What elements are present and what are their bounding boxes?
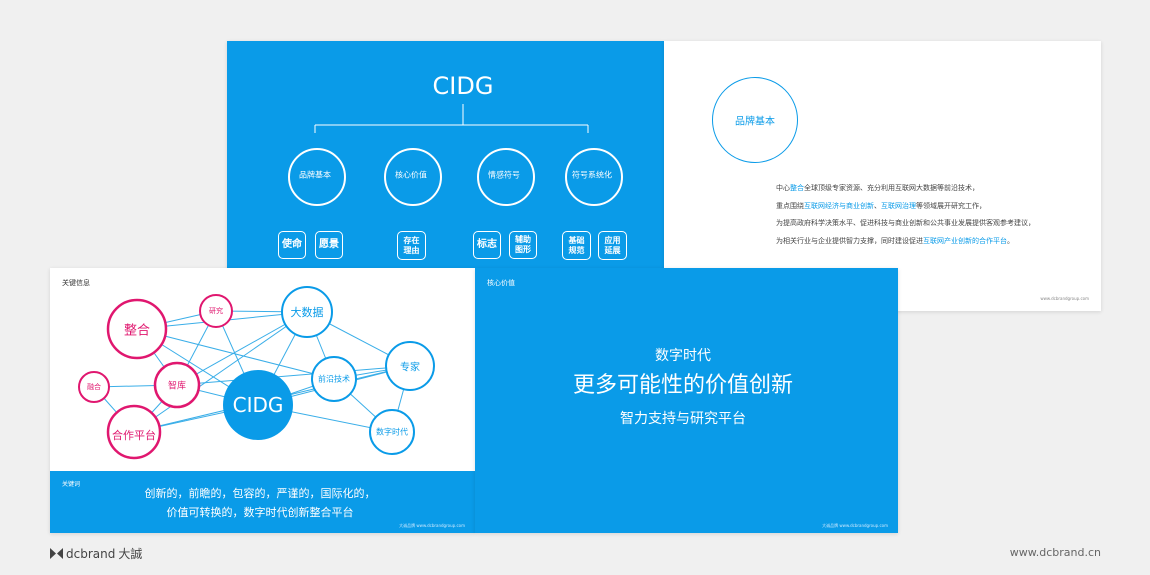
node-zhuanjia-label: 专家 <box>400 362 420 374</box>
node-qianyan-label: 前沿技术 <box>318 374 350 384</box>
node-zhiku-label: 智库 <box>167 381 187 392</box>
node-ronghe-label: 融合 <box>87 383 101 391</box>
logo-cn: 大誠 <box>118 547 143 561</box>
logo-text: dcbrand <box>66 546 116 561</box>
paragraph-line-4: 为相关行业与企业提供智力支撑，同时建设促进互联网产业创新的合作平台。 <box>776 236 1014 245</box>
keyword-label: 关键词 <box>62 481 81 488</box>
node-center <box>223 370 293 440</box>
brand-logo: dcbrand 大誠 <box>50 545 142 562</box>
slide1-title: CIDG <box>432 72 494 100</box>
box-vision: 愿景 <box>315 231 343 259</box>
circle-core-value-label: 核心价值 <box>395 170 427 180</box>
box-mission: 使命 <box>278 231 306 259</box>
node-yanjiu-label: 研究 <box>209 307 223 315</box>
slide3-header: 关键信息 <box>62 279 90 287</box>
circle-brand-basic-label: 品牌基本 <box>299 170 331 180</box>
slide4-line-2: 更多可能性的价值创新 <box>572 373 794 398</box>
node-hezuo-label: 合作平台 <box>112 429 156 442</box>
keyword-line-1: 创新的，前瞻的，包容的，严谨的，国际化的， <box>144 487 376 500</box>
node-qianyan <box>311 356 357 402</box>
slide-key-info: 关键信息 <box>50 268 475 533</box>
brand-basic-paragraph: 中心整合全球顶级专家资源、充分利用互联网大数据等前沿技术， 重点围绕互联网经济与… <box>776 180 1096 250</box>
box-reason: 存在 理由 <box>397 231 426 260</box>
brand-basic-circle <box>712 77 798 163</box>
node-yanjiu <box>199 294 233 328</box>
slide-brand-basic: 品牌基本 中心整合全球顶级专家资源、充分利用互联网大数据等前沿技术， 重点围绕互… <box>664 41 1101 311</box>
box-logo: 标志 <box>473 231 501 259</box>
keyword-bar: 关键词 创新的，前瞻的，包容的，严谨的，国际化的， 价值可转换的，数字时代创新整… <box>50 471 475 533</box>
slide4-line-3: 智力支持与研究平台 <box>620 411 746 427</box>
node-zhiku <box>153 361 201 409</box>
node-shuzi-label: 数字时代 <box>376 427 408 437</box>
node-zhenghe-label: 整合 <box>123 323 151 339</box>
keyword-line-2: 价值可转换的，数字时代创新整合平台 <box>166 506 354 519</box>
box-application: 应用 延展 <box>598 231 627 260</box>
circle-brand-basic <box>288 148 346 206</box>
slide3-footer: 大诚品牌 www.dcbrandgroup.com <box>399 523 465 528</box>
slide4-footer: 大诚品牌 www.dcbrandgroup.com <box>822 523 888 528</box>
node-dashuju <box>281 286 333 338</box>
slide-cidg-structure: CIDG 品牌基本 核心价值 情感符号 符号系统化 使命 愿景 存在 理由 标志… <box>227 41 664 271</box>
box-aux-graphic: 辅助 图形 <box>509 231 537 259</box>
network-graph <box>78 286 435 460</box>
circle-core-value <box>384 148 442 206</box>
slide-core-value: 核心价值 数字时代 更多可能性的价值创新 智力支持与研究平台 大诚品牌 www.… <box>475 268 898 533</box>
dcbrand-logo-icon <box>50 548 63 559</box>
circle-symbol-system <box>565 148 623 206</box>
node-center-label: CIDG <box>232 393 284 417</box>
circle-emotion-symbol-label: 情感符号 <box>488 170 520 180</box>
slide2-footer: www.dcbrandgroup.com <box>1040 296 1089 301</box>
node-shuzi <box>369 409 415 455</box>
circle-emotion-symbol <box>477 148 535 206</box>
paragraph-line-3: 为提高政府科学决策水平、促进科技与商业创新和公共事业发展提供客观参考建议， <box>776 219 1035 227</box>
node-ronghe <box>78 371 110 403</box>
slide4-line-1: 数字时代 <box>655 348 711 364</box>
paragraph-line-1: 中心整合全球顶级专家资源、充分利用互联网大数据等前沿技术， <box>776 184 979 192</box>
node-hezuo <box>106 404 162 460</box>
node-zhenghe <box>106 298 168 360</box>
brand-basic-circle-label: 品牌基本 <box>735 116 775 128</box>
slide1-connectors <box>314 104 589 133</box>
paragraph-line-2: 重点围绕互联网经济与商业创新、互联网治理等领域展开研究工作， <box>776 201 986 210</box>
node-zhuanjia <box>385 341 435 391</box>
circle-symbol-system-label: 符号系统化 <box>572 170 612 180</box>
slide4-header: 核心价值 <box>487 279 515 287</box>
box-basic-norm: 基础 规范 <box>562 231 591 260</box>
node-dashuju-label: 大数据 <box>290 306 324 319</box>
footer-url[interactable]: www.dcbrand.cn <box>1009 546 1101 559</box>
